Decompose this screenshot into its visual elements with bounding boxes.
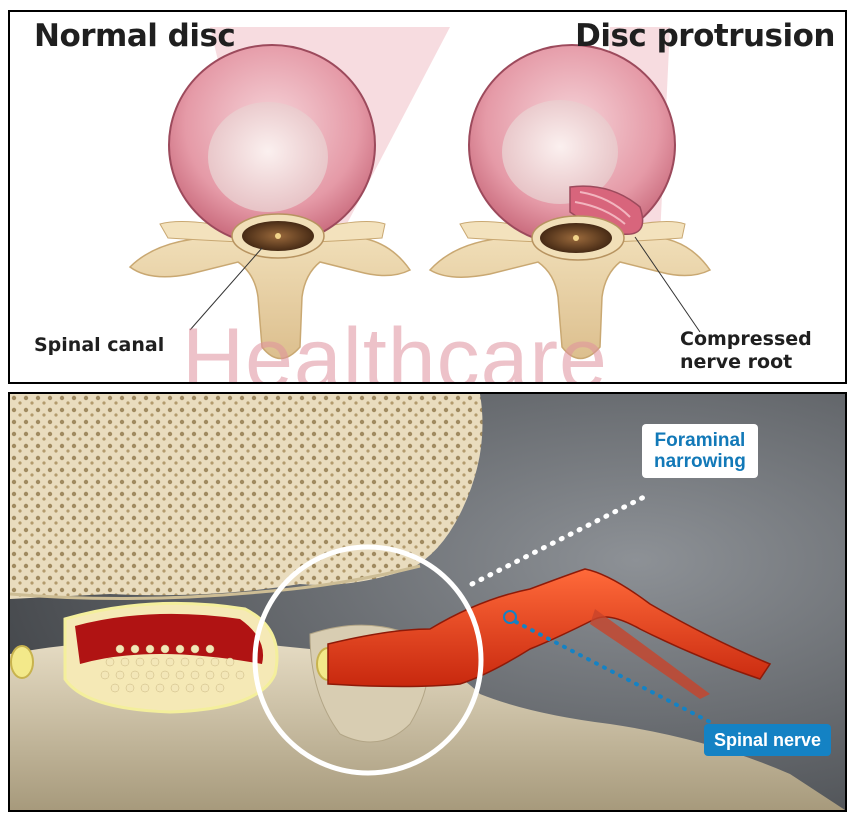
disc-comparison-illustration [10,12,845,382]
disc-protrusion-heading: Disc protrusion [575,18,835,54]
spinal-nerve-label: Spinal nerve [704,724,831,756]
compressed-label-line2: nerve root [680,351,812,374]
disc-comparison-panel: Normal disc Disc protrusion Spinal canal… [8,10,847,384]
foraminal-narrowing-label: Foraminal narrowing [642,424,758,478]
compressed-label-line1: Compressed [680,328,812,351]
protruded-disc-illustration [430,45,710,359]
normal-disc-heading: Normal disc [34,18,235,54]
spinal-canal-label: Spinal canal [34,334,164,357]
foraminal-narrowing-panel: Foraminal narrowing Spinal nerve [8,392,847,812]
foraminal-label-line2: narrowing [654,451,746,472]
foraminal-label-line1: Foraminal [654,430,746,451]
compressed-nerve-root-label: Compressed nerve root [680,328,812,374]
